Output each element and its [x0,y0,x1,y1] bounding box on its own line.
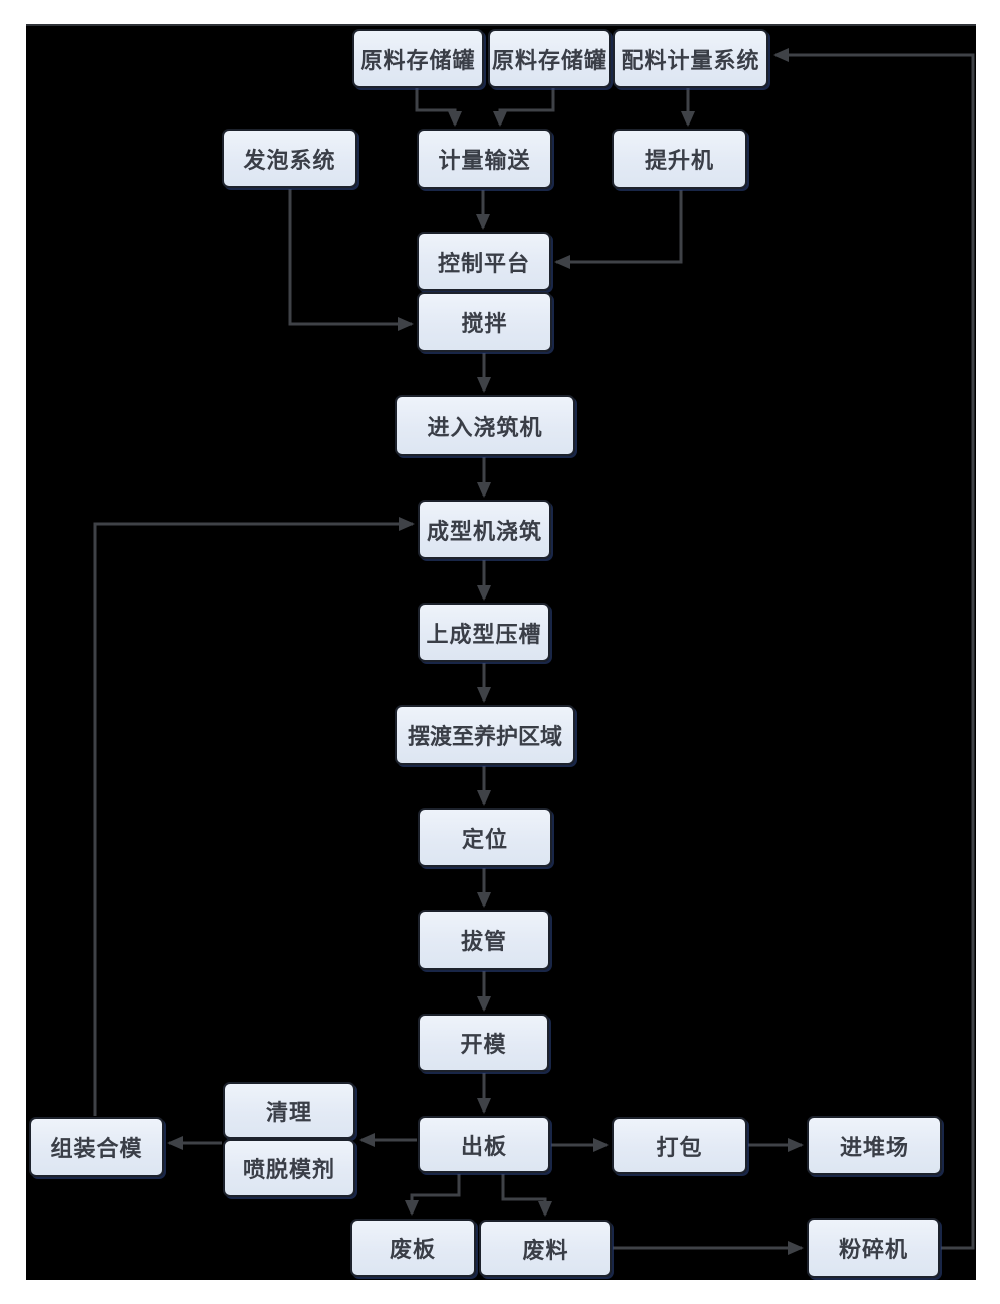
node-waste-material: 废料 [479,1220,612,1277]
node-batching-system: 配料计量系统 [613,29,768,88]
node-positioning: 定位 [418,808,552,867]
node-control-platform: 控制平台 [417,232,551,291]
node-forming-pouring: 成型机浇筑 [418,500,551,559]
node-waste-board: 废板 [350,1219,476,1277]
node-ferry-curing: 摆渡至养护区域 [395,705,575,765]
node-tube-pulling: 拔管 [418,910,550,970]
node-packing: 打包 [612,1117,747,1174]
node-metering-conveyor: 计量输送 [417,129,552,189]
node-mold-opening: 开模 [418,1014,549,1072]
node-crusher: 粉碎机 [807,1218,940,1278]
node-mixing: 搅拌 [417,292,552,352]
node-enter-pouring: 进入浇筑机 [395,395,575,456]
node-cleaning: 清理 [223,1082,355,1139]
node-release-agent: 喷脱模剂 [223,1139,355,1197]
node-board-out: 出板 [418,1116,550,1173]
node-elevator: 提升机 [612,129,747,189]
node-forming-groove: 上成型压槽 [418,603,550,662]
node-raw-tank-1: 原料存储罐 [352,29,484,88]
node-raw-tank-2: 原料存储罐 [488,29,611,88]
node-yard: 进堆场 [807,1116,942,1175]
node-foaming-system: 发泡系统 [222,129,357,188]
node-mold-assembly: 组装合模 [29,1117,164,1177]
